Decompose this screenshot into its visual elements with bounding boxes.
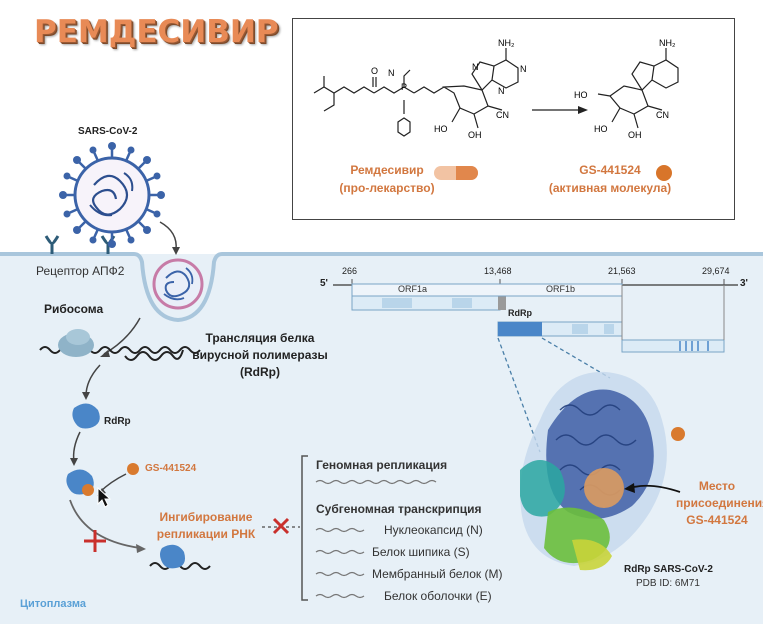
orf1b-label: ORF1b	[546, 284, 576, 294]
ribosome-label: Рибосома	[44, 302, 104, 316]
chem-n-3: N	[472, 62, 479, 72]
chem-nh2-right: NH₂	[659, 38, 676, 48]
active-note: (активная молекула)	[548, 181, 672, 195]
gs-441524-bound	[82, 484, 94, 496]
chem-o: O	[371, 66, 378, 76]
binding-site-label: Место присоединения GS-441524	[676, 478, 763, 529]
chem-cn-right: CN	[656, 110, 669, 120]
translation-label: Трансляция белка вирусной полимеразы (Rd…	[186, 330, 334, 381]
remdesivir-name: Ремдесивир	[350, 163, 424, 177]
chemical-structures-panel	[292, 18, 735, 220]
chem-ho-left: HO	[434, 124, 448, 134]
rdrp-3d-structure	[520, 371, 685, 571]
strand-waves	[315, 479, 437, 599]
binding-line-2: присоединения	[676, 496, 763, 510]
pos-21563: 21,563	[608, 266, 636, 276]
block-cross-icon	[84, 530, 106, 552]
ace2-label: Рецептор АПФ2	[36, 264, 125, 278]
binding-line-1: Место	[698, 479, 736, 493]
item-envelope: Белок оболочки (E)	[384, 589, 492, 603]
polypeptide-chain	[124, 349, 184, 361]
virus-label: SARS-CoV-2	[78, 126, 138, 137]
genome-map	[333, 279, 738, 453]
three-prime: 3'	[740, 278, 748, 289]
genomic-replication: Геномная репликация	[316, 458, 448, 472]
rdrp-label: RdRp	[104, 416, 131, 427]
item-spike: Белок шипика (S)	[372, 545, 470, 559]
orf1a-label: ORF1a	[398, 284, 428, 294]
rdrp-on-rna	[160, 544, 185, 569]
chem-nh2-left: NH₂	[498, 38, 515, 48]
virus-particle	[59, 142, 165, 248]
cell-membrane	[0, 252, 763, 323]
rdrp-segment-label: RdRp	[508, 308, 532, 318]
translation-line-2: вирусной полимеразы	[192, 348, 328, 362]
gs-441524-free	[127, 463, 139, 475]
chem-ho-right-1: HO	[574, 90, 588, 100]
gs-441524-name: GS-441524	[579, 163, 641, 177]
mouse-cursor	[97, 486, 112, 508]
item-nucleocapsid: Нуклеокапсид (N)	[384, 523, 483, 537]
chem-p: P	[401, 82, 407, 92]
endosome-virus	[152, 258, 204, 310]
item-membrane: Мембранный белок (M)	[372, 567, 503, 581]
subgenomic-transcription: Субгеномная транскрипция	[316, 502, 482, 516]
pos-266: 266	[342, 266, 358, 276]
pdb-name: RdRp SARS-CoV-2	[624, 564, 713, 575]
entry-arrow	[159, 221, 177, 251]
translation-line-1: Трансляция белка	[205, 331, 315, 345]
gs-small-label: GS-441524	[145, 463, 197, 474]
binding-line-3: GS-441524	[686, 513, 748, 527]
rdrp-segment	[498, 322, 542, 336]
translation-arrow	[85, 364, 101, 397]
chem-n-1: N	[520, 64, 527, 74]
inhibition-label: Ингибирование репликации РНК	[146, 509, 266, 543]
chem-cn-left: CN	[496, 110, 509, 120]
chem-oh-right: OH	[628, 130, 642, 140]
replication-bracket	[301, 455, 308, 601]
cytoplasm-label: Цитоплазма	[20, 598, 86, 610]
rdrp-protein	[72, 403, 100, 429]
inhibition-x-icon	[272, 517, 290, 535]
chem-oh-left: OH	[468, 130, 482, 140]
binding-site	[584, 468, 624, 508]
translation-line-3: (RdRp)	[240, 365, 280, 379]
five-prime: 5'	[320, 278, 328, 289]
rdrp-down-arrow	[72, 431, 81, 463]
gs-441524-ligand	[671, 427, 685, 441]
chemical-structures-svg: P N O NH₂ N N N HO OH CN NH₂ HO HO OH CN	[313, 38, 679, 181]
inhibition-line-1: Ингибирование	[159, 510, 253, 524]
chem-ho-right-2: HO	[594, 124, 608, 134]
pos-29674: 29,674	[702, 266, 730, 276]
active-molecule-icon	[656, 165, 672, 181]
pos-13468: 13,468	[484, 266, 512, 276]
chem-nh: N	[388, 68, 395, 78]
page-title: РЕМДЕСИВИР	[34, 14, 279, 50]
chem-n-2: N	[498, 86, 505, 96]
pdb-id: PDB ID: 6M71	[636, 578, 700, 589]
ace2-receptor-left	[44, 235, 60, 254]
prodrug-note: (про-лекарство)	[339, 181, 435, 195]
inhibition-line-2: репликации РНК	[156, 527, 256, 541]
